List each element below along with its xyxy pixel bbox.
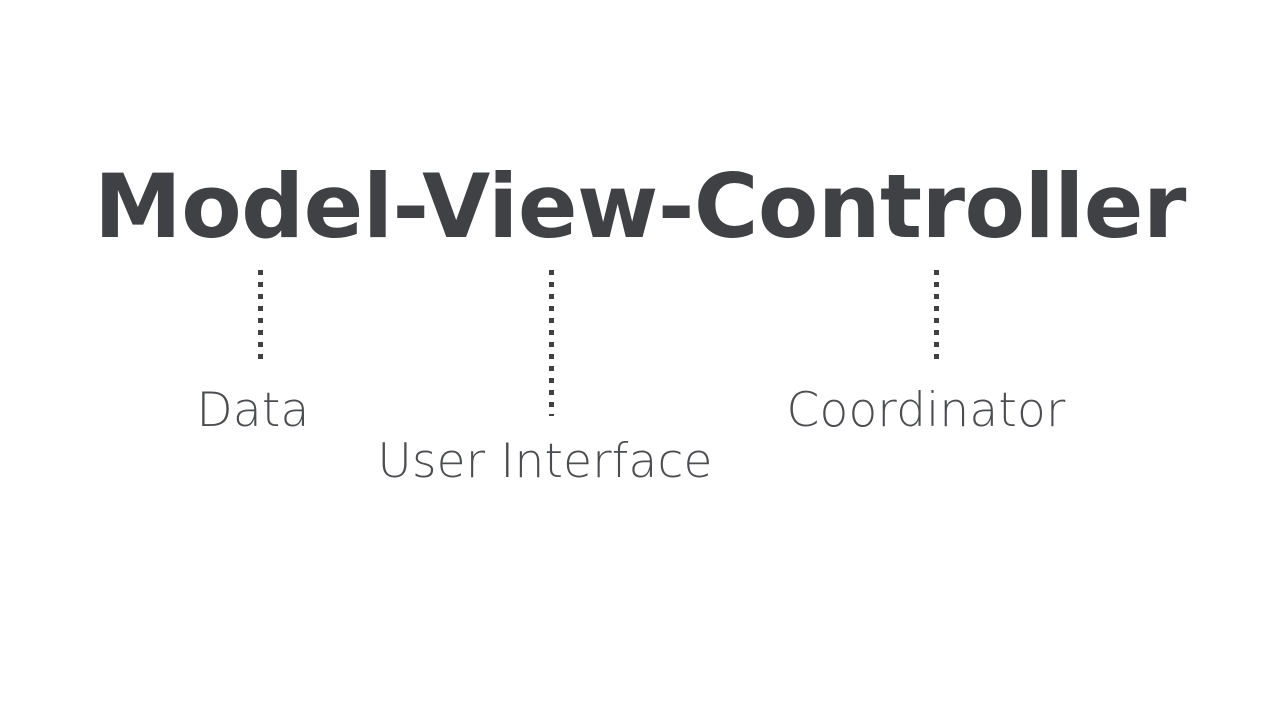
connector-line-controller [934,270,939,366]
connector-line-view [549,270,554,416]
annotation-label-controller: Coordinator [786,383,1066,438]
page-title: Model-View-Controller [94,155,1186,258]
annotation-label-view: User Interface [377,434,713,489]
annotation-label-model: Data [196,383,310,438]
connector-line-model [258,270,263,366]
